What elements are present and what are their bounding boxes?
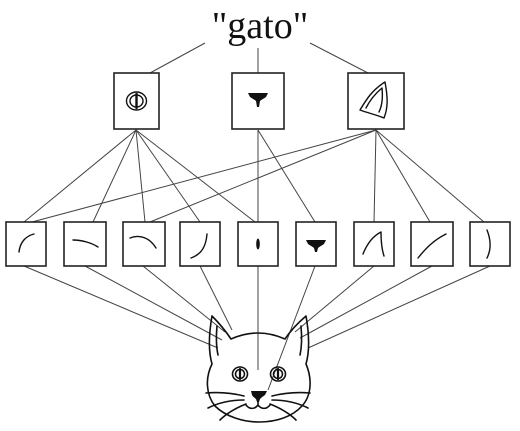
cat-right-eye <box>269 366 287 382</box>
low-feature-3 <box>122 221 166 267</box>
connection-edge <box>92 129 137 223</box>
connection-edge <box>373 129 377 223</box>
connection-edge <box>135 129 146 223</box>
diagram-title: "gato" <box>212 5 308 47</box>
title-edges <box>149 42 369 74</box>
mid-feature-ear <box>347 72 405 130</box>
low-feature-7 <box>353 221 395 267</box>
connection-edge <box>257 129 316 223</box>
connection-edge <box>307 265 491 349</box>
low-feature-8 <box>410 221 454 267</box>
ear-edge-icon <box>362 231 385 257</box>
connection-edge <box>149 129 377 223</box>
low-feature-1 <box>5 221 47 267</box>
connection-edge <box>199 265 233 331</box>
low-feature-9 <box>469 221 511 267</box>
connection-edge <box>23 129 137 223</box>
low-feature-6 <box>295 221 337 267</box>
connection-edge <box>375 129 431 223</box>
mid-feature-nose <box>231 72 285 130</box>
cat-whiskers <box>205 391 311 421</box>
low-feature-2 <box>63 221 107 267</box>
low-feature-4 <box>179 221 221 267</box>
mid-to-low-edges <box>23 129 485 223</box>
hook-edge-icon <box>190 233 208 259</box>
edge-title-ear <box>309 42 369 74</box>
cat-right-inner-ear <box>299 325 303 356</box>
connection-edge <box>84 265 223 341</box>
slit-icon <box>256 238 260 250</box>
nose-icon <box>248 93 268 107</box>
arc-edge-icon <box>129 235 157 249</box>
eye-icon <box>125 91 148 111</box>
mid-feature-eye <box>113 72 160 130</box>
low-to-image-edges <box>23 265 491 391</box>
connection-edge <box>23 265 219 349</box>
vertical-edge-icon <box>486 229 491 259</box>
connection-edge <box>135 129 256 223</box>
curve-edge-icon <box>18 233 35 253</box>
cat-mouth <box>245 401 271 410</box>
connection-edge <box>299 265 433 339</box>
cat-face-image <box>205 315 311 423</box>
flat-edge-icon <box>72 239 99 248</box>
connection-edge <box>294 265 375 333</box>
cat-left-eye <box>231 366 249 382</box>
cat-left-inner-ear <box>215 325 219 356</box>
diagonal-edge-icon <box>417 233 447 259</box>
connection-edge <box>142 265 226 333</box>
ear-icon <box>359 81 388 119</box>
connection-edge <box>135 129 201 223</box>
connection-edge <box>375 129 485 223</box>
connection-edge <box>31 129 377 223</box>
edge-title-eye <box>149 42 206 74</box>
nose-blob-icon <box>306 240 326 252</box>
cat-nose <box>251 391 267 402</box>
low-feature-5 <box>237 221 279 267</box>
